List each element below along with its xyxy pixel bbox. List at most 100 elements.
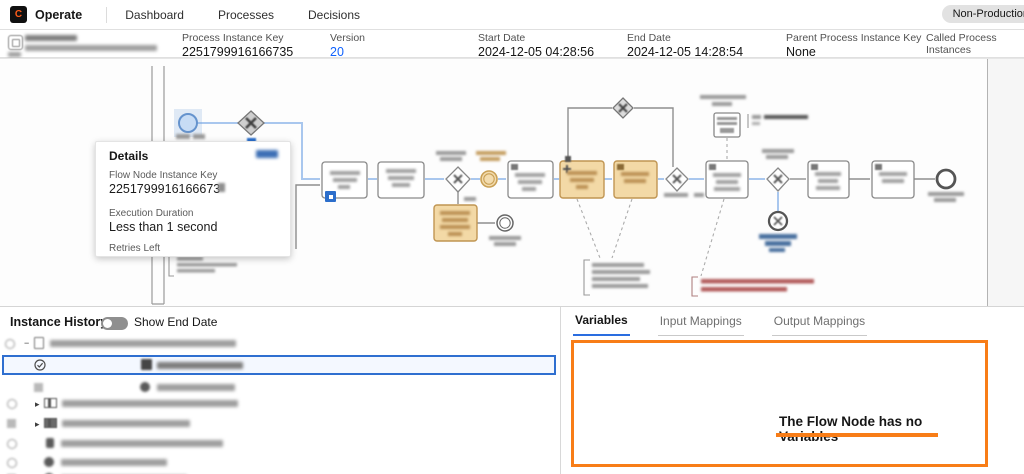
flow-node-details-popup: Details Flow Node Instance Key 225179991… (95, 141, 291, 257)
process-icon-caption-redacted (8, 52, 21, 57)
nav-item-processes[interactable]: Processes (217, 7, 274, 22)
popup-title: Details (109, 149, 149, 163)
text-annotation-error (691, 276, 814, 297)
diagram-right-gutter (987, 59, 1024, 306)
task-highlighted-b[interactable] (613, 160, 658, 199)
task-6[interactable] (871, 160, 915, 199)
execution-duration-value: Less than 1 second (109, 220, 218, 234)
nav-item-dashboard[interactable]: Dashboard (125, 7, 184, 22)
show-end-date-toggle[interactable] (101, 317, 128, 330)
show-end-date-label: Show End Date (134, 315, 218, 329)
start-event[interactable] (174, 109, 205, 139)
history-row[interactable]: ▸ (0, 396, 558, 415)
exclusive-gateway-4[interactable] (762, 149, 794, 192)
popup-field-label: Flow Node Instance Key (109, 170, 218, 181)
process-id-redacted (25, 45, 157, 51)
lower-intermediate-event[interactable] (489, 214, 521, 246)
tab-input-mappings[interactable]: Input Mappings (657, 308, 744, 336)
tab-variables[interactable]: Variables (573, 307, 630, 336)
task-1[interactable] (321, 161, 368, 202)
field-label: Start Date (478, 32, 526, 44)
boundary-event-lower[interactable] (759, 210, 797, 252)
process-root-icon (34, 337, 44, 349)
value-tail-redacted (218, 183, 225, 192)
variables-empty-state-text: The Flow Node has no Variables (779, 414, 923, 444)
intermediate-event-highlighted[interactable] (480, 170, 498, 188)
end-event[interactable] (928, 168, 964, 202)
history-row[interactable]: ▸ (0, 416, 558, 435)
text-annotation-1 (583, 259, 650, 296)
top-navbar: C Operate Dashboard Processes Decisions … (0, 0, 1024, 30)
row-label-redacted (61, 459, 167, 466)
state-icon (5, 339, 15, 349)
task-4[interactable] (705, 160, 749, 199)
loop-gateway[interactable] (612, 97, 634, 119)
history-row[interactable] (0, 455, 558, 474)
bpmn-diagram-panel: Details Flow Node Instance Key 225179991… (0, 58, 1024, 307)
history-row[interactable] (0, 380, 558, 399)
row-label-redacted (61, 440, 223, 447)
tab-output-mappings[interactable]: Output Mappings (771, 308, 868, 336)
task-highlighted-a[interactable] (559, 156, 605, 199)
flow-node-type-icon (44, 457, 54, 467)
message-task[interactable] (700, 95, 808, 138)
bpmn-diagram[interactable] (0, 59, 1024, 308)
exclusive-gateway-3[interactable] (664, 167, 704, 197)
completed-state-icon (34, 359, 46, 371)
field-value: 2024-12-05 14:28:54 (627, 45, 744, 59)
field-value: 2251799916166735 (182, 45, 294, 59)
flow-node-type-icon (141, 359, 152, 370)
history-row-selected[interactable] (2, 355, 556, 375)
app-title: Operate (35, 7, 83, 22)
field-parent-process-instance-key: Parent Process Instance Key None (786, 32, 921, 59)
empty-state-underline (776, 433, 938, 437)
task-5[interactable] (807, 160, 850, 199)
version-link[interactable]: 20 (330, 45, 344, 59)
exclusive-gateway-1[interactable] (237, 110, 265, 143)
instance-history-panel: Instance History Show End Date − (0, 307, 560, 474)
field-end-date: End Date 2024-12-05 14:28:54 (627, 32, 743, 59)
text-annotation-3 (168, 255, 237, 277)
collapse-icon[interactable]: − (24, 338, 30, 348)
expand-icon[interactable]: ▸ (35, 419, 40, 429)
state-icon (7, 399, 17, 409)
field-start-date: Start Date 2024-12-05 04:28:56 (478, 32, 594, 59)
flow-node-type-icon (44, 418, 57, 428)
flow-node-type-icon (44, 398, 57, 408)
popup-field-label: Execution Duration (109, 208, 194, 219)
toggle-knob (103, 319, 112, 328)
exclusive-gateway-2[interactable] (436, 151, 506, 201)
state-icon (34, 383, 43, 392)
instance-header: Process Instance Key 2251799916166735 Ve… (0, 30, 1024, 71)
process-icon (8, 35, 23, 50)
variables-empty-state-box: The Flow Node has no Variables (571, 340, 988, 467)
instance-history-title: Instance History (10, 315, 108, 329)
field-label: Called Process Instances (926, 32, 997, 56)
field-label: Parent Process Instance Key (786, 32, 922, 44)
field-value: 2024-12-05 04:28:56 (478, 45, 595, 59)
row-label-redacted (157, 384, 235, 391)
flow-node-instance-key-value: 2251799916166673 (109, 182, 221, 196)
nav-divider (106, 6, 108, 23)
task-highlighted-c[interactable] (433, 204, 478, 242)
history-row-root[interactable]: − (0, 336, 558, 355)
task-2[interactable] (377, 161, 425, 199)
nav-item-decisions[interactable]: Decisions (308, 7, 361, 22)
row-label-redacted (50, 340, 236, 347)
state-icon (7, 419, 16, 428)
field-process-instance-key: Process Instance Key 2251799916166735 (182, 32, 293, 59)
flow-node-type-icon (140, 382, 150, 392)
task-3[interactable] (507, 160, 554, 199)
process-name-redacted (25, 35, 77, 41)
row-label-redacted (62, 420, 190, 427)
completed-sequence-flows (197, 122, 779, 211)
camunda-logo-icon[interactable]: C (10, 6, 27, 23)
state-icon (7, 439, 17, 449)
field-label: Process Instance Key (182, 32, 284, 44)
popup-link-redacted[interactable] (256, 150, 278, 158)
row-label-redacted (157, 362, 243, 369)
history-row[interactable] (0, 436, 558, 455)
field-label: Version (330, 32, 366, 44)
expand-icon[interactable]: ▸ (35, 399, 40, 409)
